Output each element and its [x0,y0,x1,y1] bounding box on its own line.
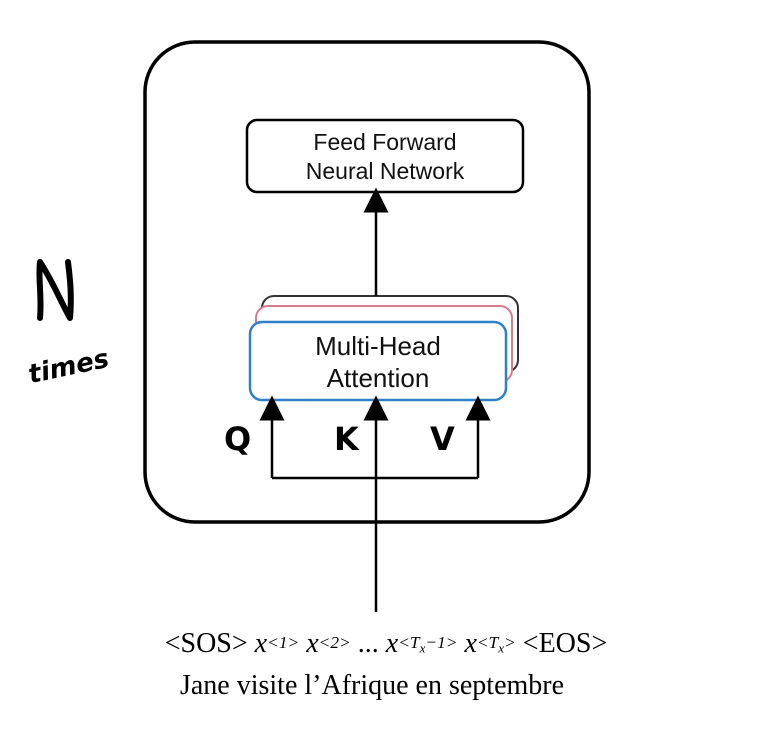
ffn-line2: Neural Network [305,158,465,184]
eos-token: <EOS> [522,628,608,659]
x1-token: x<1> [254,628,300,659]
x-tx-token: x<Tx> [464,628,516,659]
x2-token: x<2> [306,628,351,659]
sos-token: <SOS> [164,628,248,659]
q-label: Q [224,420,252,458]
mha-label: Multi-Head Attention [250,330,506,394]
ffn-label: Feed Forward Neural Network [247,128,523,186]
handwritten-n [36,259,74,321]
encoder-block-outline [143,40,591,524]
ffn-line1: Feed Forward [313,129,457,155]
v-label: V [430,420,455,458]
mha-line2: Attention [326,363,430,393]
input-sentence: Jane visite l’Afrique en septembre [179,670,565,701]
input-sequence: <SOS> x<1> x<2> ... x<Tx−1> x<Tx> <EOS> [0,628,772,660]
mha-line1: Multi-Head [315,331,441,361]
ellipsis: ... [357,628,379,659]
x-tx-minus-token: x<Tx−1> [385,628,458,659]
k-label: K [334,420,359,458]
